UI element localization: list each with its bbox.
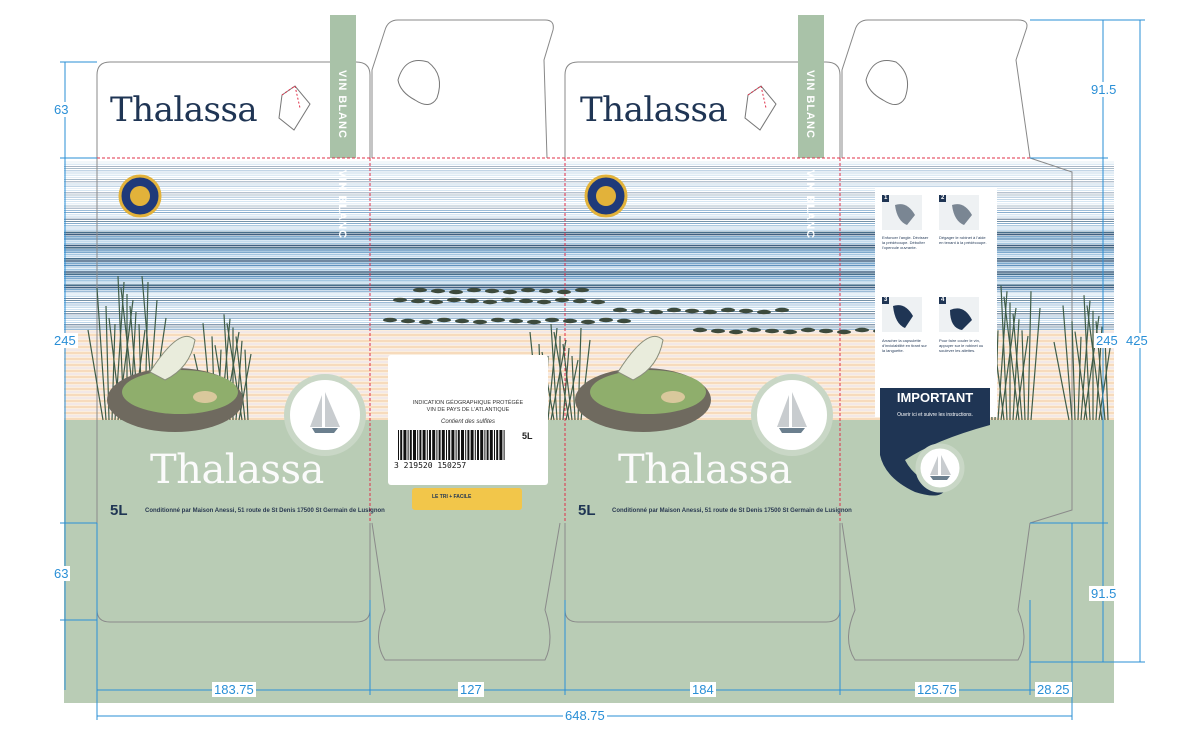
packer-note: Conditionné par Maison Anessi, 51 route … (145, 508, 385, 514)
vertical-label-vin-blanc: VIN BLANC (804, 70, 816, 139)
volume-label: 5L (578, 502, 596, 519)
dimension-right-top: 91.5 (1089, 82, 1119, 97)
vertical-label-vin-blanc: VIN BLANC (804, 170, 816, 239)
volume-label: 5L (110, 502, 128, 519)
dimension-width-3: 184 (690, 682, 716, 697)
sulfites-line: Contient des sulfites (440, 419, 496, 425)
step-number: 2 (941, 195, 945, 201)
dimension-width-5: 28.25 (1035, 682, 1072, 697)
dimension-left-mid: 245 (52, 333, 78, 348)
tri-logo-text: LE TRI + FACILE (432, 494, 472, 500)
brand-logo-front-right: Thalassa (618, 447, 792, 493)
step-number: 1 (884, 195, 888, 201)
step-2-text: Dégager le robinet à l'aide en tenant à … (939, 235, 987, 245)
step-3-text: Arracher la capsulette d'inviolabilité e… (882, 338, 927, 353)
vertical-strip (330, 15, 356, 158)
brand-logo-top-right: Thalassa (580, 90, 728, 130)
step-number: 4 (941, 297, 945, 303)
dimension-right-total: 425 (1124, 333, 1150, 348)
dimension-right-bottom: 91.5 (1089, 586, 1119, 601)
dimension-left-bottom: 63 (52, 566, 71, 581)
igp-line: INDICATION GÉOGRAPHIQUE PROTÉGÉE (412, 400, 524, 406)
important-heading: IMPORTANT (896, 390, 974, 405)
dimension-right-mid: 245 (1094, 333, 1120, 348)
brand-logo-top-left: Thalassa (110, 90, 258, 130)
important-subtext: Ouvrir ici et suivre les instructions. (897, 412, 973, 418)
dimension-width-2: 127 (458, 682, 484, 697)
oyster-illustration (107, 335, 243, 432)
barcode-number: 3 219520 150257 (394, 461, 467, 470)
region-line: VIN DE PAYS DE L'ATLANTIQUE (426, 407, 510, 413)
vertical-strip (798, 15, 824, 158)
step-number: 3 (884, 297, 888, 303)
step-4-text: Pour faire couler le vin, appuyer sur le… (939, 338, 984, 353)
dimension-total-width: 648.75 (563, 708, 607, 723)
vertical-label-vin-blanc: VIN BLANC (336, 70, 348, 139)
step-1-text: Enfoncer l'angle. Dévisser la prédécoupe… (882, 235, 929, 250)
brand-logo-front-left: Thalassa (150, 447, 324, 493)
dimension-width-1: 183.75 (212, 682, 256, 697)
dimension-left-top: 63 (52, 102, 71, 117)
dimension-width-4: 125.75 (915, 682, 959, 697)
packer-note: Conditionné par Maison Anessi, 51 route … (612, 508, 852, 514)
vertical-label-vin-blanc: VIN BLANC (336, 170, 348, 239)
label-volume: 5L (522, 431, 533, 441)
